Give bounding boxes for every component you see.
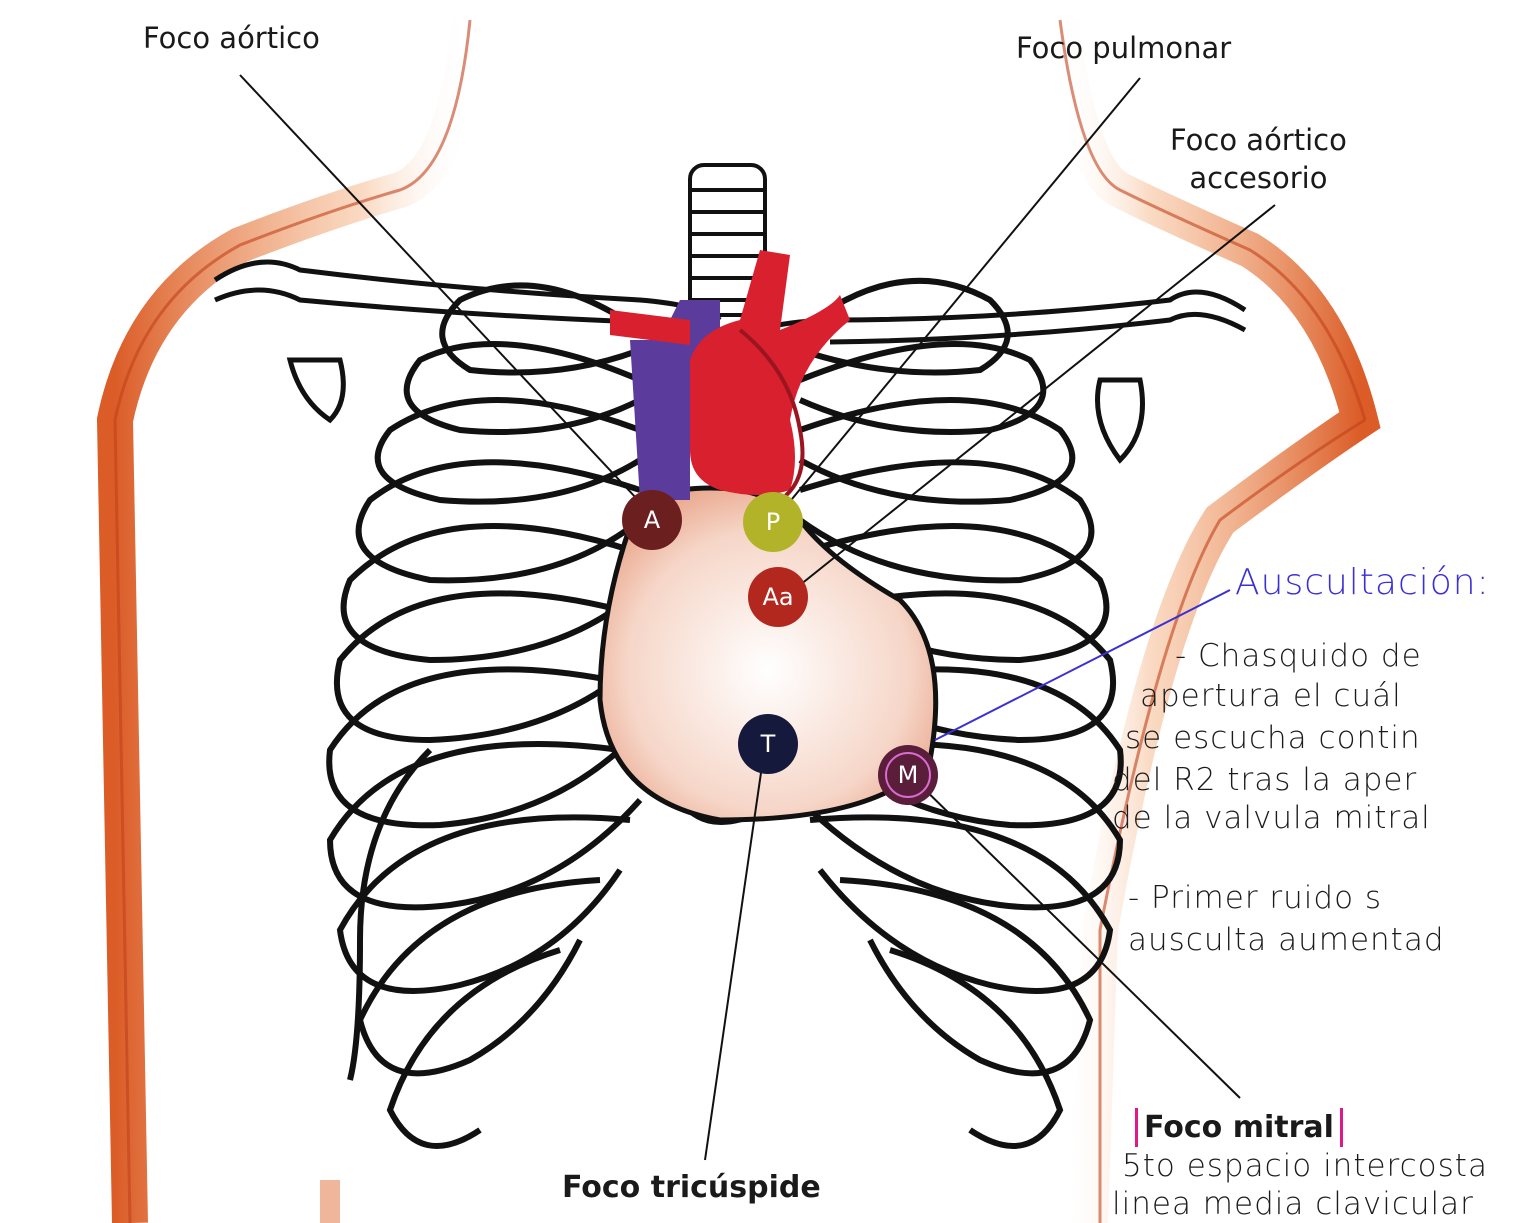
tricuspid-focus-label: Foco tricúspide	[562, 1168, 821, 1207]
accessory-aortic-focus-marker: Aa	[748, 567, 808, 627]
auscultation-note-line: - Chasquido de	[1175, 638, 1422, 674]
aortic-focus-label: Foco aórtico	[143, 20, 320, 58]
auscultation-note-line: de la valvula mitral	[1112, 800, 1431, 836]
accessory-aortic-label-line-1: Foco aórtico	[1170, 122, 1347, 160]
auscultation-note-line: - Primer ruido s	[1128, 880, 1382, 916]
pulmonary-focus-letter: P	[766, 508, 780, 536]
auscultation-note-line: apertura el cuál	[1140, 678, 1402, 714]
mitral-focus-label: Foco mitral	[1135, 1108, 1343, 1147]
accessory-aortic-focus-letter: Aa	[762, 583, 793, 611]
mitral-location-note-line: linea media clavicular	[1112, 1186, 1474, 1222]
auscultation-note-line: se escucha contin	[1125, 720, 1421, 756]
mitral-focus-letter: M	[898, 761, 919, 789]
auscultation-note-line: ausculta aumentad	[1128, 922, 1445, 958]
tricuspid-focus-letter: T	[760, 730, 776, 758]
tricuspid-focus-marker: T	[738, 714, 798, 774]
aortic-focus-letter: A	[644, 506, 661, 534]
pulmonary-focus-label: Foco pulmonar	[1016, 30, 1231, 68]
mitral-focus-marker: M	[878, 745, 938, 805]
pulmonary-focus-marker: P	[743, 492, 803, 552]
aortic-focus-marker: A	[622, 490, 682, 550]
auscultation-note-title: Auscultación:	[1235, 562, 1490, 603]
ribs-left	[329, 285, 640, 1146]
accessory-aortic-focus-label: Foco aórtico accesorio	[1170, 122, 1347, 197]
auscultation-note-line: del R2 tras la aper	[1112, 762, 1417, 798]
accessory-aortic-label-line-2: accesorio	[1170, 160, 1347, 198]
mitral-location-note-line: 5to espacio intercosta	[1122, 1148, 1488, 1184]
